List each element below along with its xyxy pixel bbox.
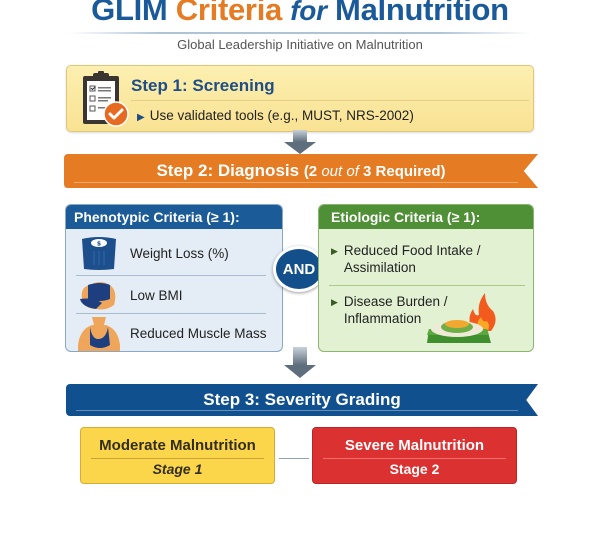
page-title: GLIM Criteria for Malnutrition: [0, 0, 600, 29]
muscle-torso-icon: [78, 317, 120, 351]
scale-icon: $: [82, 237, 116, 270]
phenotypic-item-label: Low BMI: [130, 287, 183, 303]
step1-title: Step 1: Screening: [131, 76, 275, 95]
bullet-triangle-icon: ▶: [331, 297, 338, 307]
step3-title: Step 3: Severity Grading: [203, 390, 401, 409]
arrow-down-icon: [284, 347, 316, 378]
etiologic-item-text: Reduced Food Intake / Assimilation: [344, 242, 481, 276]
grade-stage: Stage 2: [389, 461, 440, 477]
qualifier-italic: out of: [321, 162, 359, 180]
food-flame-icon: [427, 293, 496, 343]
title-glim: GLIM: [91, 0, 168, 27]
banner-underline: [74, 182, 518, 183]
step2-diagnosis-banner: Step 2: Diagnosis (2 out of 3 Required): [64, 154, 538, 188]
etiologic-header: Etiologic Criteria (≥ 1):: [319, 205, 533, 229]
step1-bullet: ▶ Use validated tools (e.g., MUST, NRS-20…: [137, 108, 414, 123]
bullet-triangle-icon: ▶: [137, 112, 145, 123]
grade-divider: [323, 458, 506, 459]
etiologic-criteria-box: Etiologic Criteria (≥ 1): ▶ Reduced Food…: [318, 204, 534, 352]
grade-name: Severe Malnutrition: [344, 437, 485, 454]
grade-connector-line: [279, 458, 309, 459]
step1-bullet-text: Use validated tools (e.g., MUST, NRS-200…: [149, 108, 414, 123]
etiologic-item-line1: Reduced Food Intake /: [343, 243, 481, 258]
phenotypic-item: Reduced Muscle Mass: [66, 315, 282, 351]
etiologic-item: ▶ Reduced Food Intake / Assimilation: [331, 242, 481, 276]
phenotypic-item-label: Weight Loss (%): [130, 245, 229, 261]
banner-underline: [76, 410, 518, 411]
body-torso-icon: [80, 282, 116, 310]
step1-divider: [131, 100, 529, 101]
phenotypic-item-label: Reduced Muscle Mass: [130, 325, 267, 341]
qualifier-close: 3 Required): [358, 162, 446, 180]
severe-malnutrition-box: Severe Malnutrition Stage 2: [312, 427, 517, 484]
qualifier-open: (2: [303, 162, 322, 180]
title-for: for: [290, 0, 327, 26]
divider: [76, 275, 266, 276]
grade-name: Moderate Malnutrition: [99, 437, 256, 454]
step2-qualifier: (2 out of 3 Required): [304, 163, 446, 180]
grade-stage: Stage 1: [152, 461, 203, 477]
grade-divider: [91, 458, 264, 459]
svg-text:$: $: [97, 241, 101, 248]
phenotypic-header: Phenotypic Criteria (≥ 1):: [66, 205, 282, 229]
etiologic-item-line2: Assimilation: [343, 260, 416, 275]
moderate-malnutrition-box: Moderate Malnutrition Stage 1: [80, 427, 275, 484]
title-criteria: Criteria: [175, 0, 282, 27]
arrow-down-icon: [284, 130, 316, 154]
phenotypic-item: Low BMI: [66, 277, 282, 313]
step2-title: Step 2: Diagnosis: [156, 161, 300, 180]
bullet-triangle-icon: ▶: [331, 246, 338, 256]
title-malnutrition: Malnutrition: [335, 0, 509, 27]
divider: [329, 285, 525, 286]
etiologic-item: ▶ Disease Burden / Inflammation: [331, 293, 447, 327]
title-divider: [68, 32, 532, 34]
subtitle: Global Leadership Initiative on Malnutri…: [177, 37, 423, 52]
phenotypic-criteria-box: Phenotypic Criteria (≥ 1): $ Weight Loss…: [65, 204, 283, 352]
etiologic-item-line1: Disease Burden /: [343, 294, 448, 309]
step1-screening-box: Step 1: Screening ▶ Use validated tools (…: [66, 65, 534, 132]
step3-severity-banner: Step 3: Severity Grading: [66, 384, 538, 416]
phenotypic-item: $ Weight Loss (%): [66, 235, 282, 271]
etiologic-item-line2: Inflammation: [343, 311, 422, 326]
etiologic-item-text: Disease Burden / Inflammation: [344, 293, 448, 327]
divider: [76, 313, 266, 314]
clipboard-check-icon: [83, 71, 129, 127]
